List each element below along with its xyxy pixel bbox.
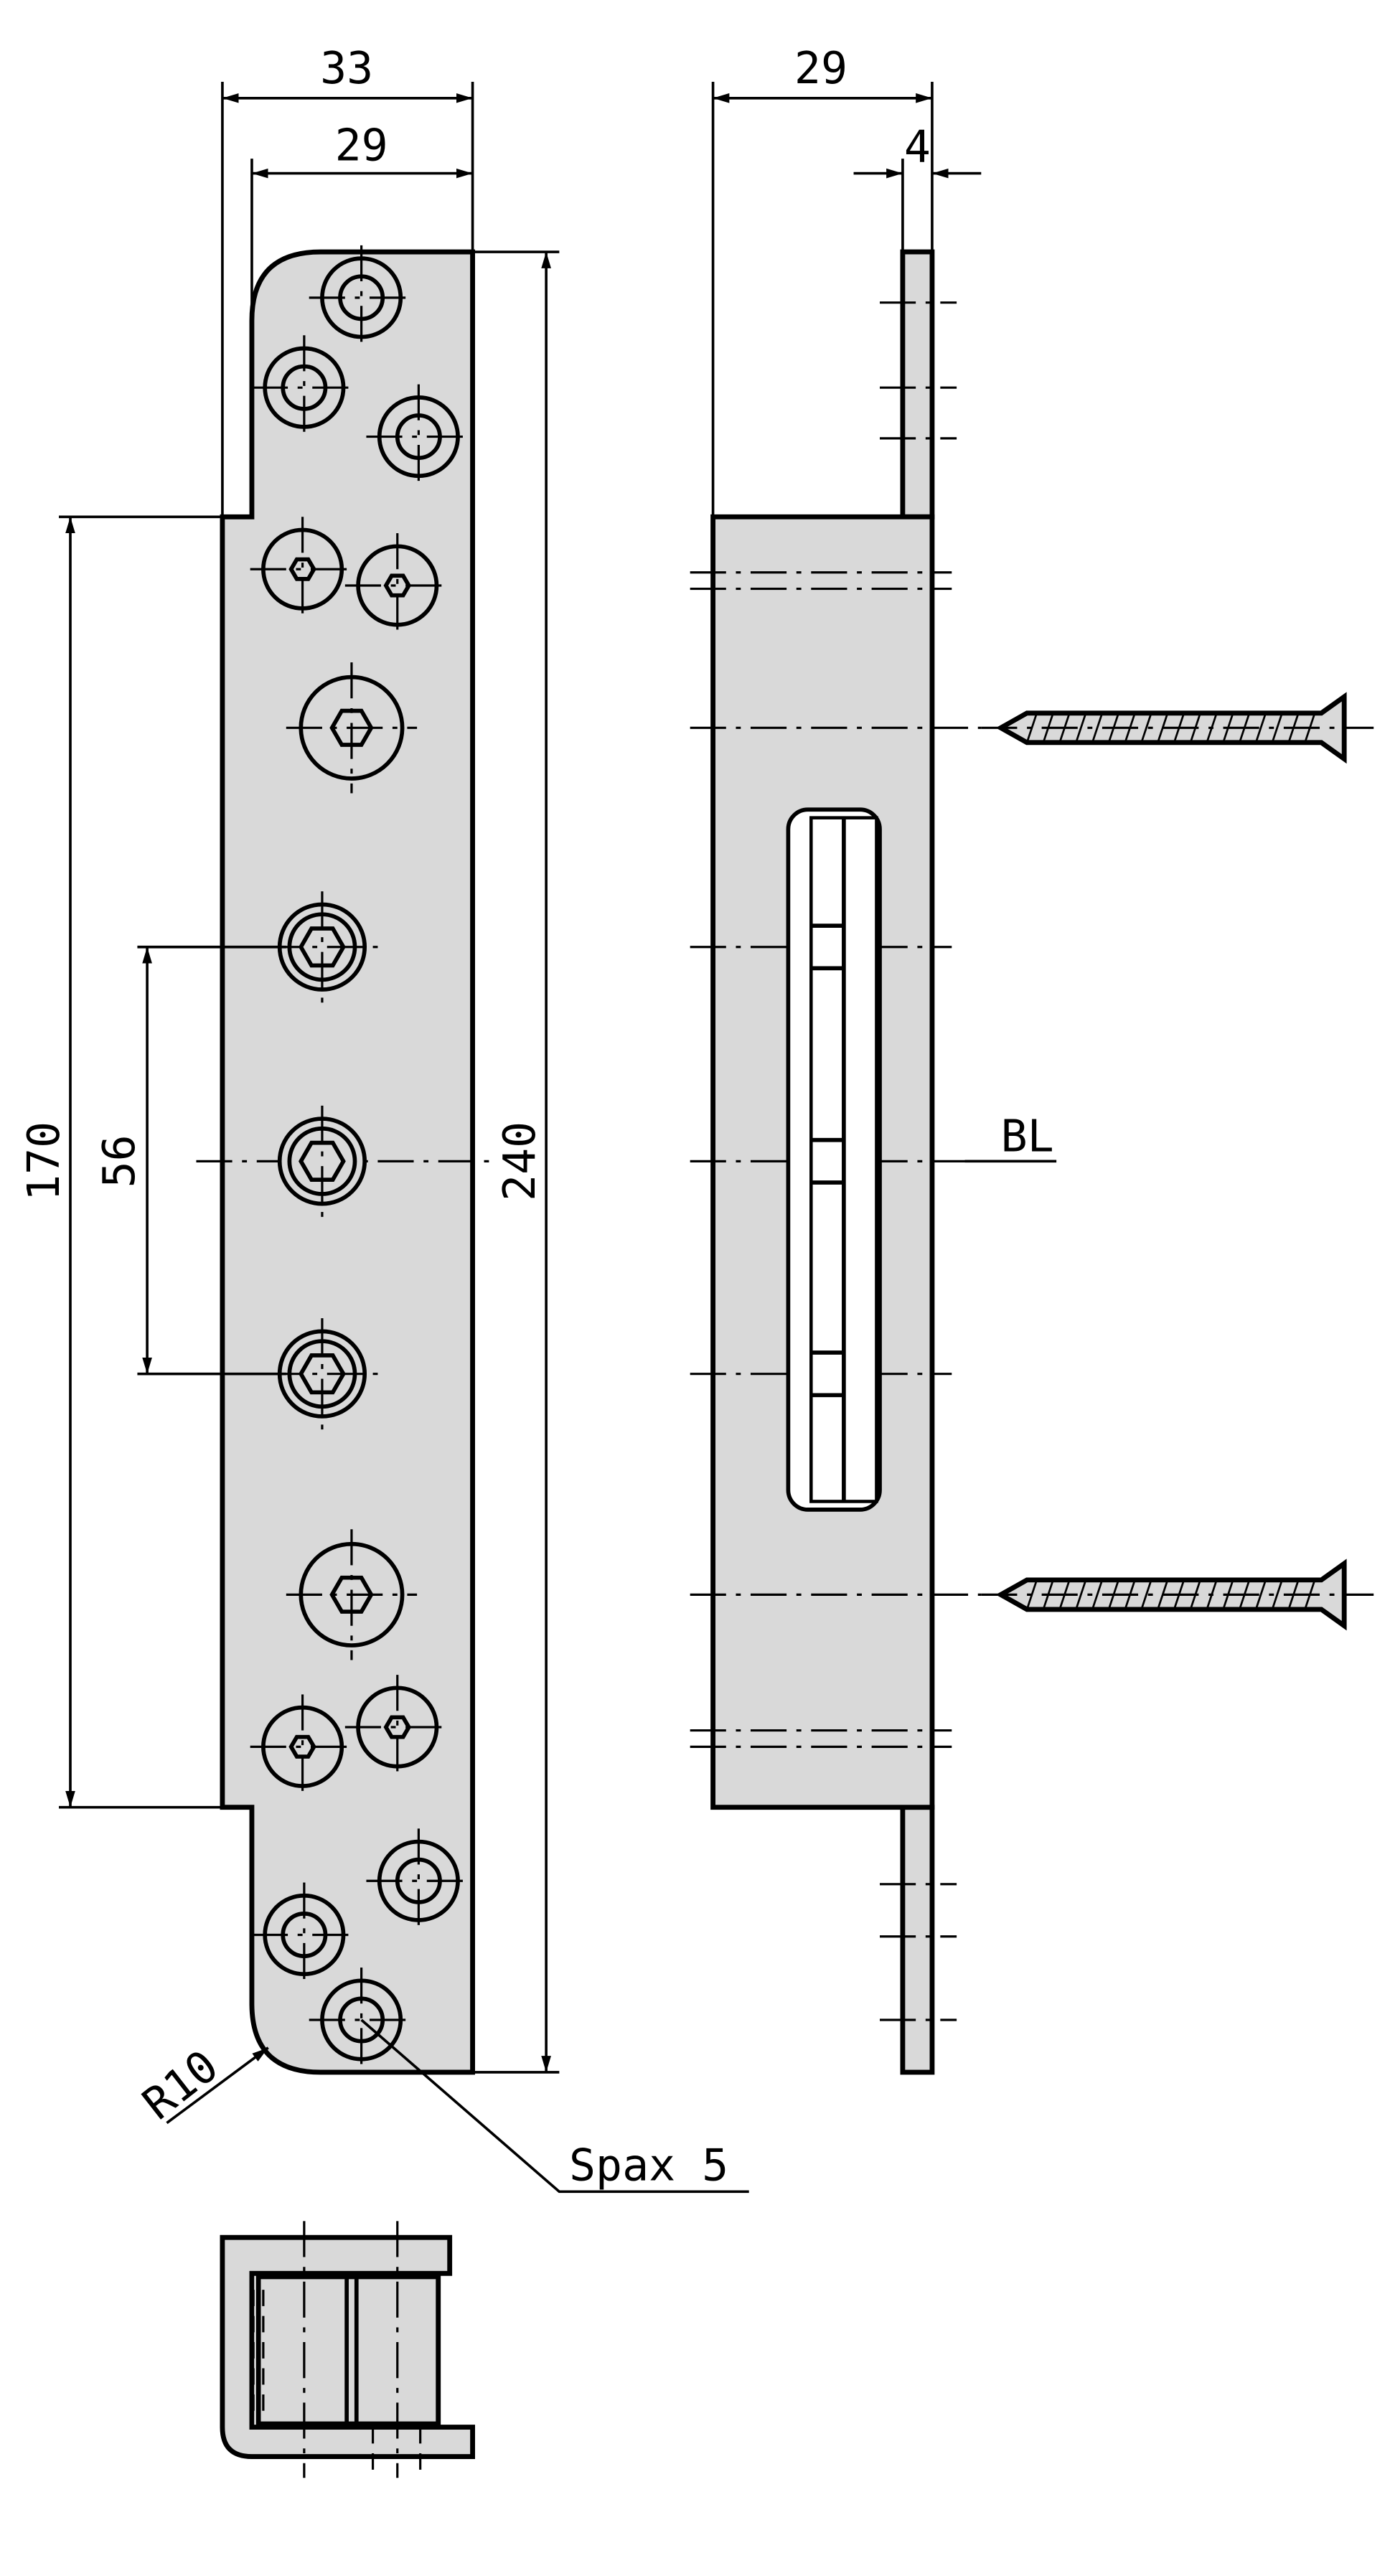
screw-holes-large-hex: [286, 662, 418, 1660]
side-view: BL: [690, 249, 1374, 2075]
front-dimensions: 33 29 240 170 56 R10 Spax 5: [18, 42, 749, 2194]
screw-label: Spax 5: [569, 2139, 728, 2191]
dimension-240-label: 240: [494, 1122, 545, 1201]
screw-holes-round: [251, 245, 471, 2072]
dimension-33-label: 33: [320, 42, 373, 94]
bottom-profile: [220, 2234, 475, 2460]
centerline-label: BL: [1001, 1111, 1054, 1162]
dimension-170-label: 170: [18, 1122, 70, 1201]
dimension-56-label: 56: [93, 1134, 145, 1188]
radius-label: R10: [133, 2040, 227, 2130]
front-view: [196, 245, 491, 2075]
screw-upper: [981, 692, 1374, 764]
dimension-4-label: 4: [904, 121, 931, 173]
side-tab-bottom: [900, 1805, 935, 2075]
dimension-29-side-label: 29: [794, 42, 847, 94]
screw-holes-small-hex: [250, 517, 450, 1800]
side-dimensions: 29 4: [711, 42, 982, 517]
dimension-29-front-label: 29: [335, 119, 388, 171]
bottom-view: [220, 2221, 475, 2478]
bolt-holes: [266, 891, 378, 1430]
screw-lower: [981, 1559, 1374, 1631]
side-tab-top: [900, 249, 935, 520]
